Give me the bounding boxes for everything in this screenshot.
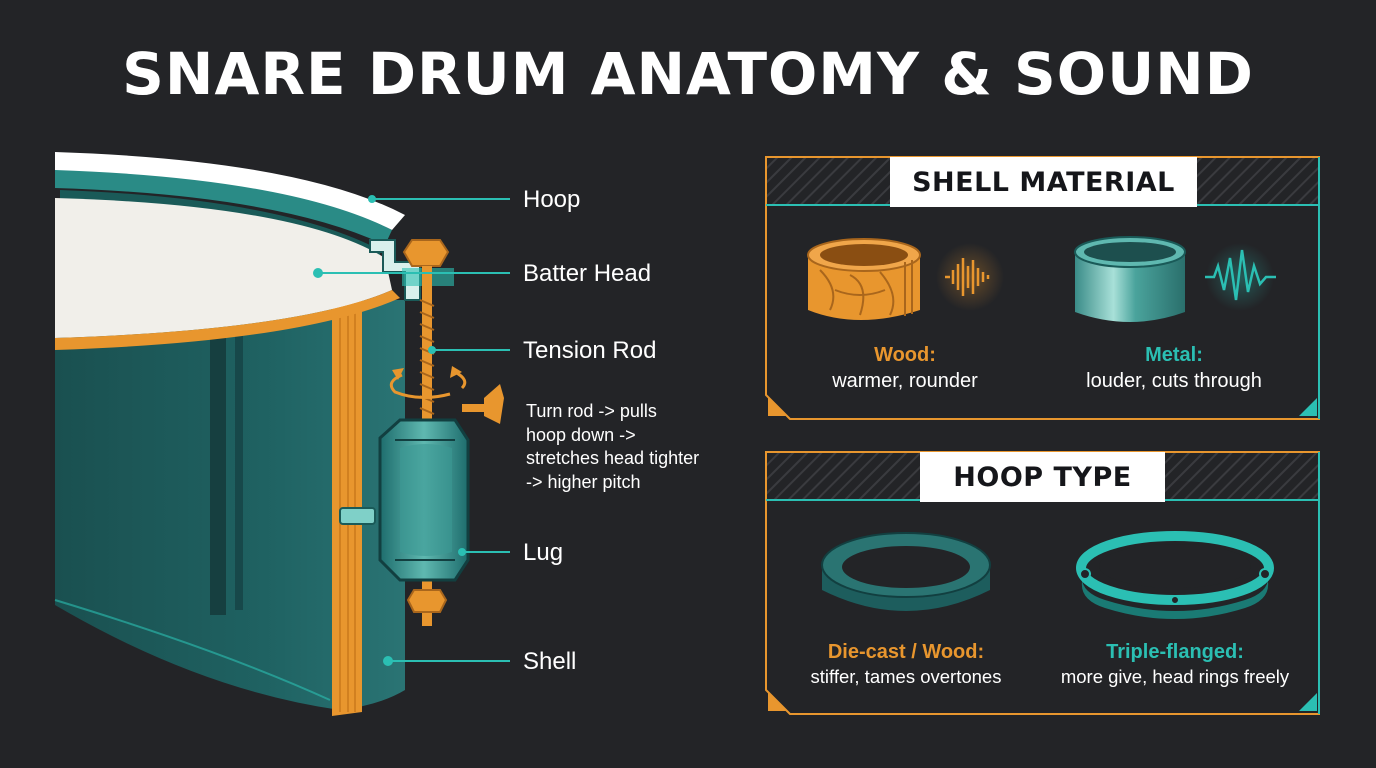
- hoop-type-panel-frame: [765, 451, 1320, 715]
- wood-shell-icon: [807, 238, 1004, 320]
- triple-label: Triple-flanged:: [1106, 641, 1244, 663]
- note-line: stretches head tighter: [526, 448, 700, 468]
- label-batter-head: Batter Head: [523, 260, 652, 287]
- note-line: -> higher pitch: [526, 471, 641, 492]
- wood-desc: warmer, rounder: [832, 370, 978, 392]
- note-line: Turn rod -> pulls: [526, 401, 657, 421]
- lug: [339, 418, 470, 582]
- drum-hoop: [55, 152, 405, 262]
- diecast-desc: stiffer, tames overtones: [810, 666, 1002, 687]
- drum-shell: [54, 295, 405, 716]
- label-tension-rod: Tension Rod: [523, 337, 657, 364]
- label-hoop: Hoop: [523, 186, 581, 213]
- label-lug: Lug: [523, 539, 564, 566]
- diecast-label: Die-cast / Wood:: [827, 641, 985, 663]
- triple-desc: more give, head rings freely: [1060, 666, 1290, 687]
- metal-desc: louder, cuts through: [1086, 370, 1262, 392]
- label-shell: Shell: [523, 648, 577, 675]
- metal-label: Metal:: [1145, 344, 1203, 366]
- shell-material-heading: SHELL MATERIAL: [890, 157, 1197, 207]
- wood-label: Wood:: [874, 344, 936, 366]
- triple-flanged-hoop-icon: [1076, 531, 1274, 619]
- note-line: hoop down ->: [526, 424, 636, 445]
- metal-shell-icon: [1074, 236, 1276, 322]
- die-cast-hoop-icon: [821, 532, 991, 611]
- hoop-type-heading: HOOP TYPE: [920, 452, 1165, 502]
- shell-material-panel-frame: [765, 156, 1320, 420]
- page-title: SNARE DRUM ANATOMY & SOUND: [122, 40, 1254, 108]
- tension-explanation: Turn rod -> pulls hoop down -> stretches…: [526, 400, 699, 494]
